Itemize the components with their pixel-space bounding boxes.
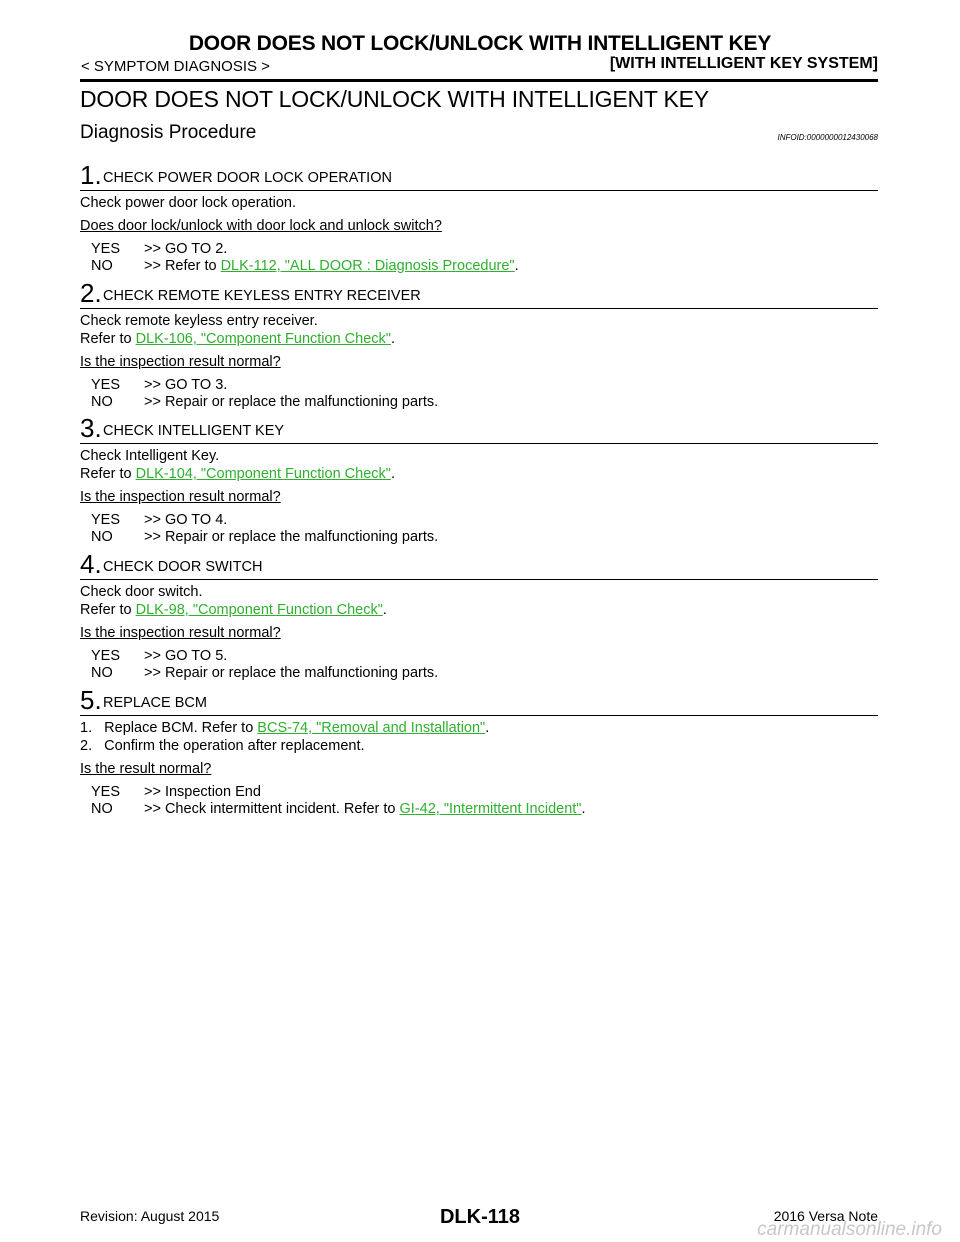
step-2-instruction: Check remote keyless entry receiver.: [80, 313, 318, 329]
no-suffix: .: [581, 801, 586, 817]
step-5-item-2: 2. Confirm the operation after replaceme…: [80, 738, 365, 754]
no-key: NO: [91, 394, 113, 410]
no-key: NO: [91, 801, 113, 817]
step-number: 1.: [80, 160, 102, 190]
no-text: >> Repair or replace the malfunctioning …: [144, 529, 439, 545]
yes-key: YES: [91, 648, 121, 664]
step-title: CHECK DOOR SWITCH: [103, 559, 263, 575]
step-4-question: Is the inspection result normal?: [80, 625, 281, 641]
step-3-question: Is the inspection result normal?: [80, 489, 281, 505]
step-1-yes: YES >> GO TO 2.: [91, 241, 227, 257]
refer-suffix: .: [390, 466, 395, 482]
link-dlk-112[interactable]: DLK-112, "ALL DOOR : Diagnosis Procedure…: [220, 258, 515, 274]
step-5-question: Is the result normal?: [80, 761, 212, 777]
step-3-refer: Refer to DLK-104, "Component Function Ch…: [80, 466, 395, 482]
no-prefix: >> Check intermittent incident. Refer to: [144, 801, 400, 817]
yes-key: YES: [91, 784, 121, 800]
step-number: 4.: [80, 549, 102, 579]
vehicle-model: 2016 Versa Note: [773, 1208, 878, 1224]
system-label: [WITH INTELLIGENT KEY SYSTEM]: [609, 55, 878, 72]
step-4-refer: Refer to DLK-98, "Component Function Che…: [80, 602, 387, 618]
step-title: CHECK POWER DOOR LOCK OPERATION: [103, 170, 392, 186]
step-2-question: Is the inspection result normal?: [80, 354, 281, 370]
no-prefix: >> Refer to: [144, 258, 221, 274]
page-title: DOOR DOES NOT LOCK/UNLOCK WITH INTELLIGE…: [80, 86, 709, 112]
page-number: DLK-118: [439, 1206, 521, 1228]
refer-suffix: .: [382, 602, 387, 618]
link-gi-42[interactable]: GI-42, "Intermittent Incident": [399, 801, 582, 817]
step-4-no: NO >> Repair or replace the malfunctionin…: [91, 665, 438, 681]
step-3-instruction: Check Intelligent Key.: [80, 448, 220, 464]
no-key: NO: [91, 665, 113, 681]
yes-text: >> GO TO 5.: [144, 648, 228, 664]
yes-key: YES: [91, 512, 121, 528]
step-title: CHECK REMOTE KEYLESS ENTRY RECEIVER: [103, 288, 421, 304]
yes-text: >> GO TO 3.: [144, 377, 228, 393]
link-dlk-106[interactable]: DLK-106, "Component Function Check": [135, 331, 391, 347]
yes-key: YES: [91, 241, 121, 257]
step-title: CHECK INTELLIGENT KEY: [103, 423, 285, 439]
yes-text: >> GO TO 4.: [144, 512, 228, 528]
step-2-refer: Refer to DLK-106, "Component Function Ch…: [80, 331, 395, 347]
step-3-yes: YES >> GO TO 4.: [91, 512, 227, 528]
refer-prefix: Refer to: [80, 602, 136, 618]
step-4-yes: YES >> GO TO 5.: [91, 648, 227, 664]
watermark: carmanualsonline.info: [757, 1219, 942, 1240]
no-text: >> Repair or replace the malfunctioning …: [144, 394, 439, 410]
refer-prefix: Refer to: [80, 466, 136, 482]
refer-prefix: Refer to: [80, 331, 136, 347]
step-4-heading: 4. CHECK DOOR SWITCH: [80, 551, 878, 580]
step-5-item-1: 1. Replace BCM. Refer to BCS-74, "Remova…: [80, 720, 489, 736]
step-number: 2.: [80, 278, 102, 308]
no-text: >> Repair or replace the malfunctioning …: [144, 665, 439, 681]
no-key: NO: [91, 258, 113, 274]
link-dlk-104[interactable]: DLK-104, "Component Function Check": [135, 466, 391, 482]
step-1-instruction: Check power door lock operation.: [80, 195, 297, 211]
step-1-heading: 1. CHECK POWER DOOR LOCK OPERATION: [80, 162, 878, 191]
step-2-yes: YES >> GO TO 3.: [91, 377, 227, 393]
section-label: < SYMPTOM DIAGNOSIS >: [81, 58, 270, 75]
link-dlk-98[interactable]: DLK-98, "Component Function Check": [135, 602, 383, 618]
item-suffix: .: [485, 720, 490, 736]
step-5-heading: 5. REPLACE BCM: [80, 687, 878, 716]
info-id: INFOID:0000000012430068: [777, 133, 878, 142]
yes-text: >> GO TO 2.: [144, 241, 228, 257]
step-3-heading: 3. CHECK INTELLIGENT KEY: [80, 415, 878, 444]
header-rule: [80, 79, 878, 82]
step-number: 5.: [80, 685, 102, 715]
step-2-heading: 2. CHECK REMOTE KEYLESS ENTRY RECEIVER: [80, 280, 878, 309]
step-1-no: NO >> Refer to DLK-112, "ALL DOOR : Diagn…: [91, 258, 519, 274]
step-title: REPLACE BCM: [103, 695, 207, 711]
item-prefix: 1. Replace BCM. Refer to: [80, 720, 258, 736]
refer-suffix: .: [390, 331, 395, 347]
revision-date: Revision: August 2015: [80, 1208, 220, 1224]
no-key: NO: [91, 529, 113, 545]
step-number: 3.: [80, 413, 102, 443]
step-5-no: NO >> Check intermittent incident. Refer …: [91, 801, 586, 817]
step-5-yes: YES >> Inspection End: [91, 784, 261, 800]
step-2-no: NO >> Repair or replace the malfunctionin…: [91, 394, 438, 410]
running-header-title: DOOR DOES NOT LOCK/UNLOCK WITH INTELLIGE…: [188, 32, 772, 55]
no-suffix: .: [514, 258, 519, 274]
yes-key: YES: [91, 377, 121, 393]
step-3-no: NO >> Repair or replace the malfunctionin…: [91, 529, 438, 545]
section-subtitle: Diagnosis Procedure: [80, 122, 257, 143]
step-1-question: Does door lock/unlock with door lock and…: [80, 218, 442, 234]
link-bcs-74[interactable]: BCS-74, "Removal and Installation": [257, 720, 486, 736]
step-4-instruction: Check door switch.: [80, 584, 203, 600]
yes-text: >> Inspection End: [144, 784, 261, 800]
